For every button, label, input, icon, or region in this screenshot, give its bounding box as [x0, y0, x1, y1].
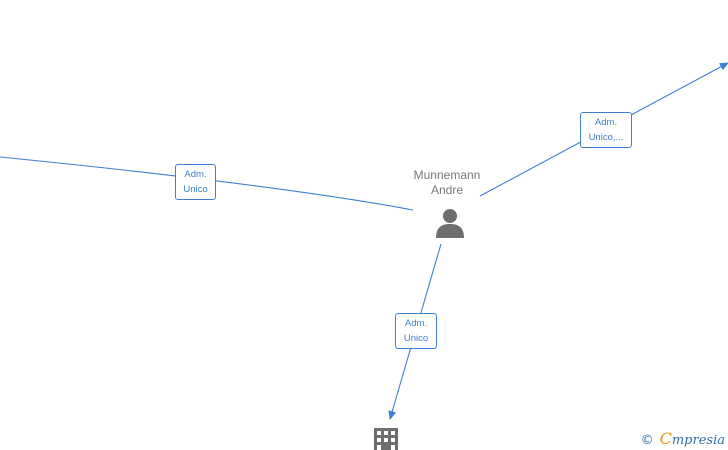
copyright-symbol: ©	[640, 433, 654, 448]
logo-initial: C	[659, 429, 672, 448]
building-icon[interactable]	[374, 428, 398, 450]
person-icon[interactable]	[434, 207, 466, 239]
logo-text: mpresia	[671, 433, 725, 448]
edge-label-left[interactable]: Adm. Unico	[175, 164, 216, 200]
edge-label-down[interactable]: Adm. Unico	[395, 313, 437, 349]
edge-left	[0, 156, 414, 211]
empresia-logo: © Cmpresia	[641, 429, 725, 448]
edge-label-upper-right[interactable]: Adm. Unico,...	[580, 112, 632, 148]
person-name[interactable]: Munnemann Andre	[413, 168, 481, 197]
